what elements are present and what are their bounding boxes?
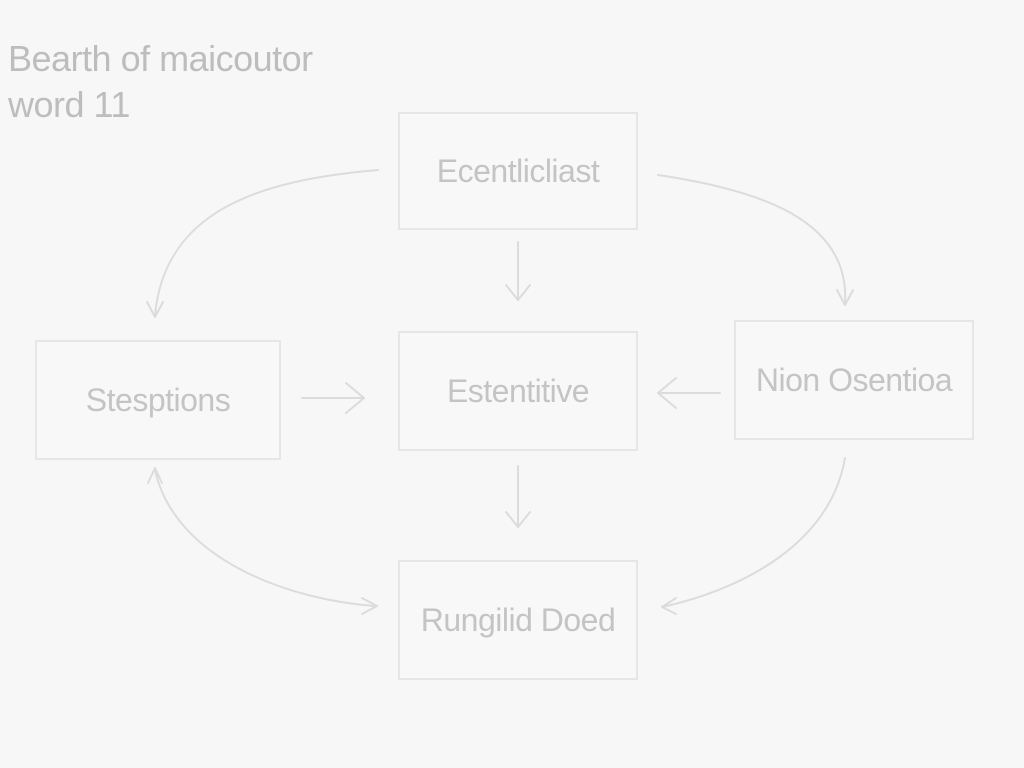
node-ecentlicliast: Ecentlicliast <box>398 112 638 230</box>
node-top-label: Ecentlicliast <box>436 152 600 189</box>
arrow-top-to-right <box>657 174 854 306</box>
arrow-right-to-center <box>657 377 721 409</box>
arrow-left-bottom-bidirectional <box>147 467 378 615</box>
arrow-right-to-bottom <box>661 457 846 615</box>
node-rungilid-doed: Rungilid Doed <box>398 560 638 680</box>
title-line-2: word 11 <box>8 84 130 125</box>
arrow-top-to-center <box>505 241 531 301</box>
node-bottom-label: Rungilid Doed <box>420 601 616 638</box>
title-line-1: Bearth of maicoutor <box>8 38 313 79</box>
node-stesptions: Stesptions <box>35 340 281 460</box>
node-nion-osentioa: Nion Osentioa <box>734 320 974 440</box>
node-right-label: Nion Osentioa <box>755 361 953 398</box>
node-estentitive: Estentitive <box>398 331 638 451</box>
diagram-title: Bearth of maicoutor word 11 <box>8 36 428 128</box>
arrow-top-to-left <box>146 169 379 318</box>
node-center-label: Estentitive <box>446 372 590 409</box>
arrow-left-to-center <box>301 382 365 414</box>
node-left-label: Stesptions <box>85 381 231 418</box>
arrow-center-to-bottom <box>505 465 531 528</box>
